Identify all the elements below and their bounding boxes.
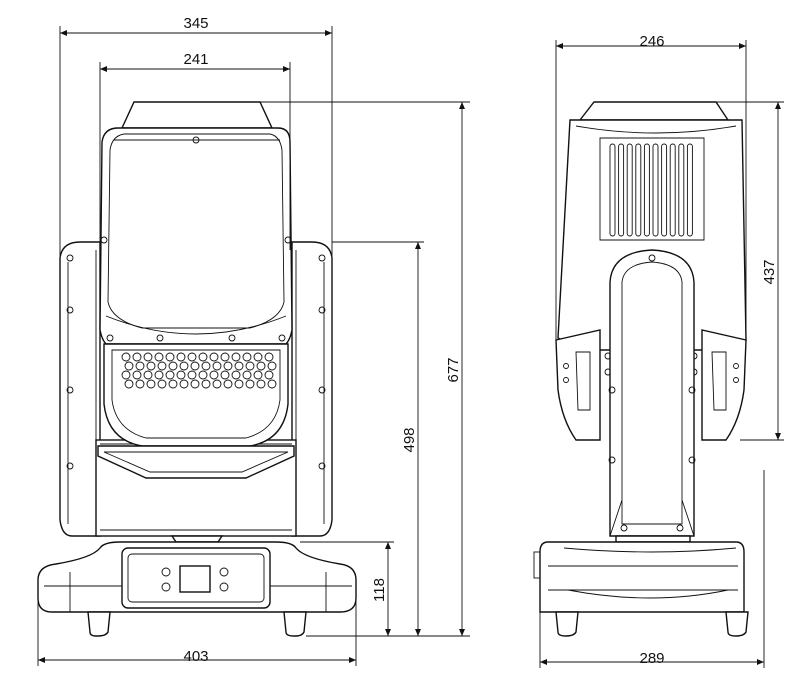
dim-label-front-base-width: 403 [183, 648, 208, 665]
led-lens-icon [234, 361, 244, 371]
heatsink-fin [678, 143, 685, 237]
heatsink-fin [669, 143, 676, 237]
led-lens-icon [198, 352, 208, 362]
led-lens-icon [179, 361, 189, 371]
dim-label-front-lens-width: 241 [183, 51, 208, 68]
led-lens-icon [201, 379, 211, 389]
side-base [539, 541, 745, 613]
front-skirt-chevron [97, 445, 295, 479]
led-lens-icon [132, 370, 142, 380]
led-lens-icon [264, 370, 274, 380]
front-lens-window [107, 133, 285, 329]
led-lens-icon [209, 370, 219, 380]
front-yoke-left-arm [59, 241, 101, 537]
led-lens-icon [256, 361, 266, 371]
led-lens-icon [242, 370, 252, 380]
led-lens-icon [157, 379, 167, 389]
led-lens-icon [146, 379, 156, 389]
led-lens-icon [187, 352, 197, 362]
led-lens-icon [223, 361, 233, 371]
dim-label-side-head-height: 437 [761, 259, 778, 284]
led-lens-icon [245, 379, 255, 389]
front-head-body [99, 127, 293, 345]
led-lens-icon [165, 370, 175, 380]
led-lens-icon [245, 361, 255, 371]
led-lens-icon [154, 352, 164, 362]
led-lens-icon [176, 352, 186, 362]
led-lens-icon [198, 370, 208, 380]
side-view [533, 101, 749, 637]
front-led-array [121, 352, 277, 389]
dim-label-front-head-width: 345 [183, 15, 208, 32]
dim-label-side-head-depth: 246 [639, 33, 664, 50]
led-lens-icon [253, 352, 263, 362]
led-lens-icon [212, 379, 222, 389]
front-head-cap [120, 101, 274, 129]
led-lens-icon [179, 379, 189, 389]
front-button-icon [161, 582, 171, 592]
side-heatsink [609, 143, 693, 237]
front-led-housing [103, 343, 289, 447]
heatsink-fin [643, 143, 650, 237]
led-lens-icon [190, 361, 200, 371]
led-lens-icon [267, 361, 277, 371]
front-view [37, 101, 357, 637]
led-lens-icon [135, 379, 145, 389]
front-button-icon [161, 567, 171, 577]
led-lens-icon [154, 370, 164, 380]
led-lens-icon [135, 361, 145, 371]
led-lens-icon [121, 352, 131, 362]
dim-label-front-base-height: 118 [371, 578, 388, 602]
led-lens-icon [201, 361, 211, 371]
side-head-cap [578, 101, 730, 121]
led-lens-icon [165, 352, 175, 362]
heatsink-fin [661, 143, 668, 237]
heatsink-fin [609, 143, 616, 237]
led-lens-icon [267, 379, 277, 389]
dim-label-front-total-height: 677 [445, 357, 462, 382]
led-lens-icon [132, 352, 142, 362]
heatsink-fin [618, 143, 625, 237]
led-lens-icon [220, 352, 230, 362]
led-lens-icon [190, 379, 200, 389]
front-button-icon [219, 582, 229, 592]
led-lens-icon [220, 370, 230, 380]
led-lens-icon [264, 352, 274, 362]
led-lens-icon [187, 370, 197, 380]
led-lens-icon [143, 370, 153, 380]
led-lens-icon [223, 379, 233, 389]
dimension-labels: 345 241 677 498 118 403 246 437 289 [183, 15, 778, 667]
front-yoke-right-arm [291, 241, 333, 537]
led-lens-icon [157, 361, 167, 371]
heatsink-fin [635, 143, 642, 237]
dim-label-front-yoke-height: 498 [401, 427, 418, 452]
dim-label-side-base-depth: 289 [639, 650, 664, 667]
led-lens-icon [212, 361, 222, 371]
led-lens-icon [121, 370, 131, 380]
led-lens-icon [176, 370, 186, 380]
led-lens-icon [253, 370, 263, 380]
led-lens-icon [231, 370, 241, 380]
side-yoke-arm [609, 249, 695, 537]
led-lens-icon [234, 379, 244, 389]
led-lens-icon [256, 379, 266, 389]
heatsink-fin [626, 143, 633, 237]
led-lens-icon [168, 379, 178, 389]
front-button-icon [219, 567, 229, 577]
front-display-screen [179, 565, 211, 593]
led-lens-icon [124, 361, 134, 371]
led-lens-icon [168, 361, 178, 371]
led-lens-icon [143, 352, 153, 362]
led-lens-icon [242, 352, 252, 362]
led-lens-icon [209, 352, 219, 362]
led-lens-icon [124, 379, 134, 389]
dimension-lines [37, 26, 784, 668]
heatsink-fin [652, 143, 659, 237]
led-lens-icon [231, 352, 241, 362]
heatsink-fin [686, 143, 693, 237]
led-lens-icon [146, 361, 156, 371]
